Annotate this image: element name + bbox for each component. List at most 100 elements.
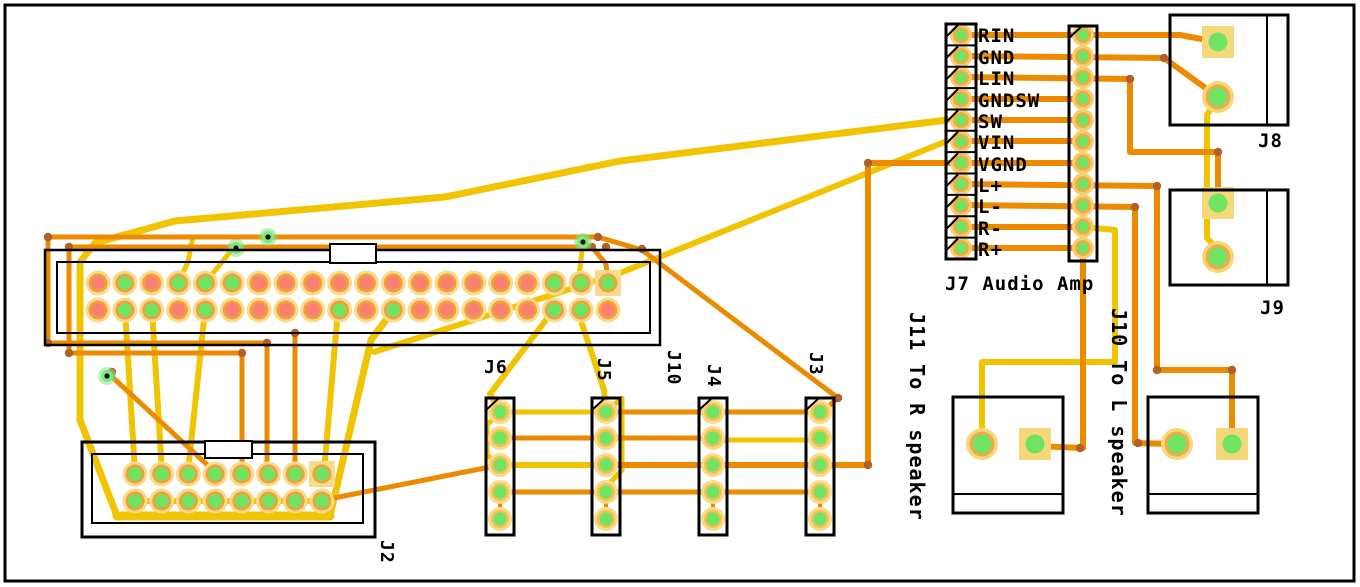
pad-connected[interactable] xyxy=(181,494,196,508)
pad-connected[interactable] xyxy=(706,431,720,445)
pad-connected[interactable] xyxy=(288,467,303,481)
pad-unconnected[interactable] xyxy=(171,303,186,317)
trace-yellow[interactable] xyxy=(326,308,396,520)
pad-connected[interactable] xyxy=(493,405,507,419)
pad-unconnected[interactable] xyxy=(144,276,159,290)
vias[interactable] xyxy=(98,228,592,385)
pad-connected[interactable] xyxy=(955,242,967,254)
pad-connected[interactable] xyxy=(955,157,967,169)
pad-connected[interactable] xyxy=(1025,434,1045,454)
pad-connected[interactable] xyxy=(118,276,132,290)
pad-connected[interactable] xyxy=(1208,193,1228,213)
pad-unconnected[interactable] xyxy=(305,276,320,290)
pad-unconnected[interactable] xyxy=(252,276,266,290)
pad-connected[interactable] xyxy=(1208,87,1228,107)
pad-connected[interactable] xyxy=(813,405,827,419)
pad-connected[interactable] xyxy=(208,467,222,481)
pad-unconnected[interactable] xyxy=(305,303,320,317)
pad-connected[interactable] xyxy=(198,303,213,317)
pad-unconnected[interactable] xyxy=(91,303,105,317)
pad-connected[interactable] xyxy=(198,276,213,290)
pad-connected[interactable] xyxy=(225,276,239,290)
pad-connected[interactable] xyxy=(493,485,507,499)
pad-connected[interactable] xyxy=(599,512,613,526)
pad-connected[interactable] xyxy=(1077,50,1089,62)
via[interactable] xyxy=(580,239,586,245)
pad-connected[interactable] xyxy=(955,199,967,211)
pad-unconnected[interactable] xyxy=(332,276,347,290)
pad-connected[interactable] xyxy=(154,494,169,508)
pad-connected[interactable] xyxy=(599,431,613,445)
pad-connected[interactable] xyxy=(493,458,507,472)
trace-orange[interactable] xyxy=(321,462,503,503)
pad-unconnected[interactable] xyxy=(493,303,508,317)
pad-unconnected[interactable] xyxy=(440,276,454,290)
pad-unconnected[interactable] xyxy=(279,276,293,290)
connector-j2-pads[interactable] xyxy=(122,461,335,514)
trace-yellow[interactable] xyxy=(185,307,208,475)
pad-connected[interactable] xyxy=(1077,178,1089,190)
trace-orange[interactable] xyxy=(957,202,1180,447)
pad-connected[interactable] xyxy=(386,303,401,317)
pad-connected[interactable] xyxy=(288,494,303,508)
pad-connected[interactable] xyxy=(1077,114,1089,126)
pad-unconnected[interactable] xyxy=(520,276,535,290)
trace-yellow[interactable] xyxy=(979,224,1118,447)
trace-yellow[interactable] xyxy=(321,307,341,475)
pad-connected[interactable] xyxy=(493,431,507,445)
connector-j7-pads[interactable] xyxy=(950,24,1094,259)
pad-connected[interactable] xyxy=(955,93,967,105)
pad-connected[interactable] xyxy=(1077,221,1089,233)
pad-unconnected[interactable] xyxy=(493,276,508,290)
trace-yellow[interactable] xyxy=(76,116,951,520)
pad-connected[interactable] xyxy=(955,29,967,41)
pad-connected[interactable] xyxy=(955,178,967,190)
connectors-j6-j5-j4-j3-pads[interactable] xyxy=(488,400,832,531)
pad-connected[interactable] xyxy=(1077,157,1089,169)
pad-connected[interactable] xyxy=(706,485,720,499)
trace-orange[interactable] xyxy=(106,371,218,475)
pad-connected[interactable] xyxy=(1077,199,1089,211)
pad-connected[interactable] xyxy=(813,431,827,445)
pad-unconnected[interactable] xyxy=(359,303,374,317)
pad-connected[interactable] xyxy=(1208,32,1228,52)
via[interactable] xyxy=(104,373,110,379)
pad-unconnected[interactable] xyxy=(413,303,427,317)
pad-connected[interactable] xyxy=(547,303,562,317)
pad-connected[interactable] xyxy=(813,458,827,472)
connector-j1-pads[interactable] xyxy=(85,270,621,323)
trace-orange[interactable] xyxy=(45,234,841,477)
pad-connected[interactable] xyxy=(128,494,142,508)
pad-connected[interactable] xyxy=(332,303,347,317)
pad-connected[interactable] xyxy=(1077,29,1089,41)
pad-connected[interactable] xyxy=(599,405,613,419)
pad-connected[interactable] xyxy=(599,485,613,499)
via[interactable] xyxy=(265,234,271,240)
pad-connected[interactable] xyxy=(208,494,222,508)
pad-connected[interactable] xyxy=(1077,72,1089,84)
pad-connected[interactable] xyxy=(955,72,967,84)
pad-unconnected[interactable] xyxy=(601,303,615,317)
pad-unconnected[interactable] xyxy=(359,276,374,290)
copper-traces[interactable] xyxy=(45,32,1235,521)
pad-unconnected[interactable] xyxy=(225,303,239,317)
corner-pads[interactable] xyxy=(966,26,1248,460)
pad-connected[interactable] xyxy=(1077,136,1089,147)
pad-connected[interactable] xyxy=(118,303,132,317)
pad-connected[interactable] xyxy=(955,50,967,62)
pad-connected[interactable] xyxy=(144,303,159,317)
pad-unconnected[interactable] xyxy=(466,276,481,290)
pad-connected[interactable] xyxy=(235,494,249,508)
pad-unconnected[interactable] xyxy=(386,276,401,290)
pad-connected[interactable] xyxy=(128,467,142,481)
pad-connected[interactable] xyxy=(261,494,276,508)
pad-connected[interactable] xyxy=(235,467,249,481)
pad-unconnected[interactable] xyxy=(520,303,535,317)
pad-connected[interactable] xyxy=(706,458,720,472)
trace-orange[interactable] xyxy=(603,160,950,468)
pad-connected[interactable] xyxy=(599,458,613,472)
pad-connected[interactable] xyxy=(493,512,507,526)
pad-unconnected[interactable] xyxy=(279,303,293,317)
pad-connected[interactable] xyxy=(171,276,186,290)
pad-connected[interactable] xyxy=(813,512,827,526)
